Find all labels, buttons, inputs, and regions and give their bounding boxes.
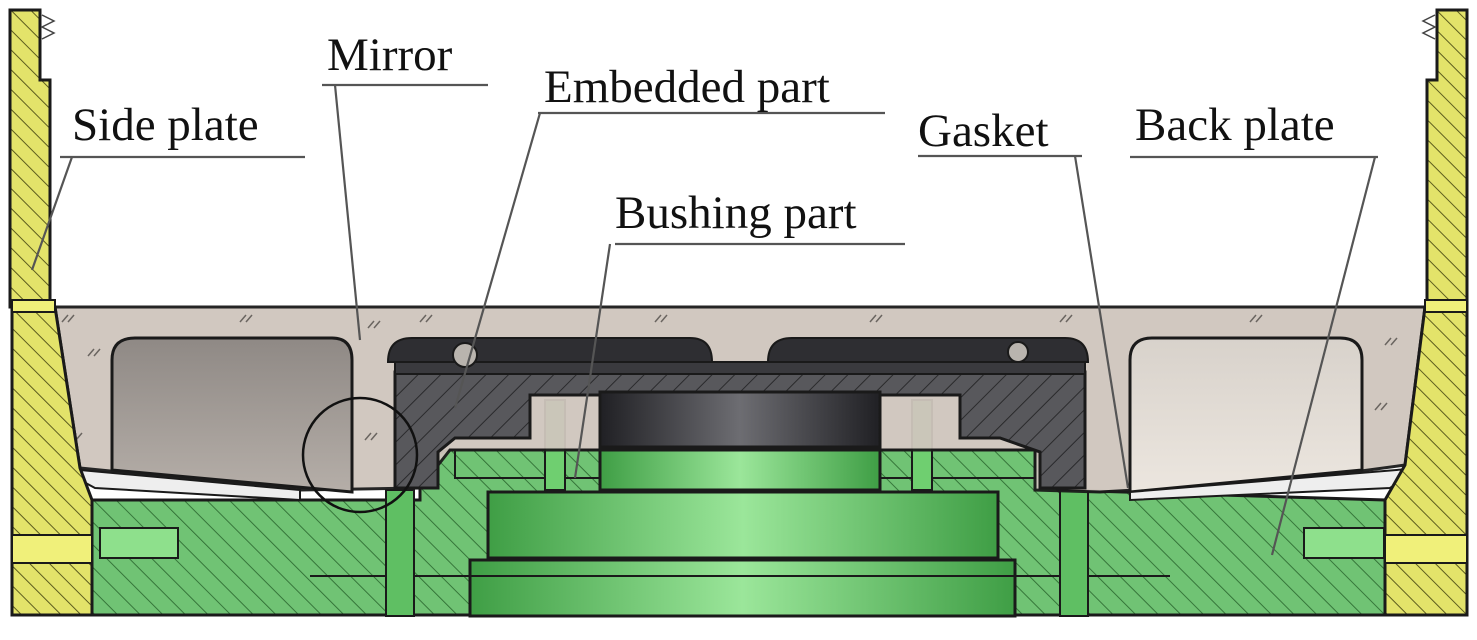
- embedded-part-shape: [393, 341, 1087, 490]
- label-bushing-part: Bushing part: [615, 187, 857, 239]
- label-mirror: Mirror: [327, 29, 453, 81]
- label-side-plate: Side plate: [72, 99, 259, 151]
- label-gasket: Gasket: [918, 105, 1049, 157]
- gasket-shape: [57, 466, 1424, 502]
- side-plate-left: [8, 8, 94, 617]
- detail-circle: [301, 396, 419, 514]
- mirror-texture: [61, 314, 1398, 441]
- label-back-plate: Back plate: [1135, 99, 1335, 151]
- side-plate-right: [1383, 8, 1469, 617]
- label-embedded-part: Embedded part: [544, 61, 830, 113]
- bushing-part-shape: [310, 399, 1170, 618]
- leader-lines: [30, 83, 1378, 556]
